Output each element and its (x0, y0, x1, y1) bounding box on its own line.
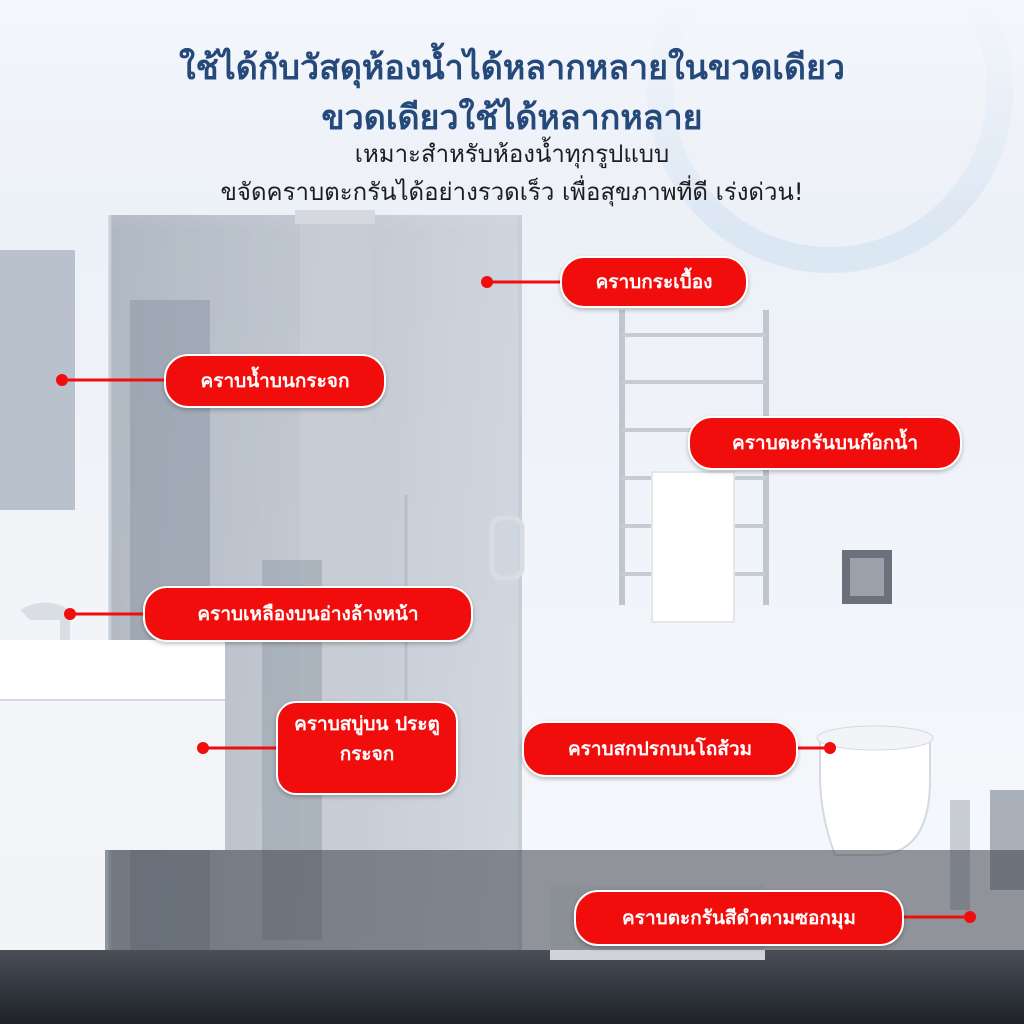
label-door-soap-stain: คราบสบู่บน ประตูกระจก (276, 701, 458, 795)
label-tile-stain: คราบกระเบื้อง (560, 256, 748, 308)
label-toilet-stain: คราบสกปรกบนโถส้วม (522, 721, 798, 777)
headline-line-1: ใช้ได้กับวัสดุห้องน้ำได้หลากหลายในขวดเดี… (178, 48, 846, 88)
label-glass-water-stain: คราบน้ำบนกระจก (164, 354, 386, 408)
label-sink-yellow-stain: คราบเหลืองบนอ่างล้างหน้า (143, 586, 473, 642)
headline-line-2: ขวดเดียวใช้ได้หลากหลาย (321, 98, 703, 138)
label-faucet-scale: คราบตะกรันบนก๊อกน้ำ (688, 416, 962, 470)
label-corner-black-scale: คราบตะกรันสีดำตามซอกมุม (574, 890, 904, 946)
headline-line-4: ขจัดคราบตะกรันได้อย่างรวดเร็ว เพื่อสุขภา… (220, 178, 804, 206)
headline-line-3: เหมาะสำหรับห้องน้ำทุกรูปแบบ (354, 140, 670, 168)
